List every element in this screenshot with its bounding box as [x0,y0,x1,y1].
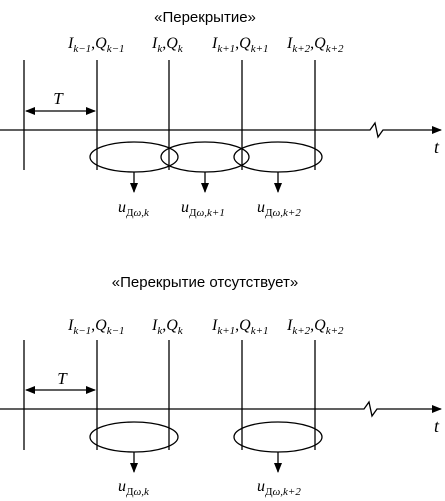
output-label-k: uДω,k [118,199,150,219]
marker-label-k: Ik,Qk [151,317,184,337]
panel-no-overlap: «Перекрытие отсутствует» Ik−1,Qk−1 Ik,Qk… [0,274,442,498]
time-axis [0,400,442,418]
output-label-k+2: uДω,k+2 [257,199,301,219]
period-label: T [57,369,68,388]
period-label: T [53,89,64,108]
window-ellipse-k+1 [160,141,250,173]
output-label-k: uДω,k [118,478,150,498]
output-label-k+1: uДω,k+1 [181,199,225,219]
marker-label-k+1: Ik+1,Qk+1 [211,35,269,55]
window-ellipse-k [89,141,179,173]
panel-title: «Перекрытие» [154,9,256,26]
panel-title: «Перекрытие отсутствует» [112,274,298,291]
marker-label-k: Ik,Qk [151,35,184,55]
time-axis-label: t [434,137,440,157]
marker-label-k-1: Ik−1,Qk−1 [67,35,125,55]
time-axis [0,121,442,139]
window-ellipse-k+2 [233,421,323,453]
time-axis-label: t [434,416,440,436]
output-label-k+2: uДω,k+2 [257,478,301,498]
panel-overlap: «Перекрытие» Ik−1,Qk−1 Ik,Qk Ik+1,Qk+1 I… [0,9,442,219]
window-ellipse-k+2 [233,141,323,173]
marker-label-k+1: Ik+1,Qk+1 [211,317,269,337]
marker-label-k+2: Ik+2,Qk+2 [286,35,344,55]
window-ellipse-k [89,421,179,453]
marker-label-k-1: Ik−1,Qk−1 [67,317,125,337]
marker-label-k+2: Ik+2,Qk+2 [286,317,344,337]
